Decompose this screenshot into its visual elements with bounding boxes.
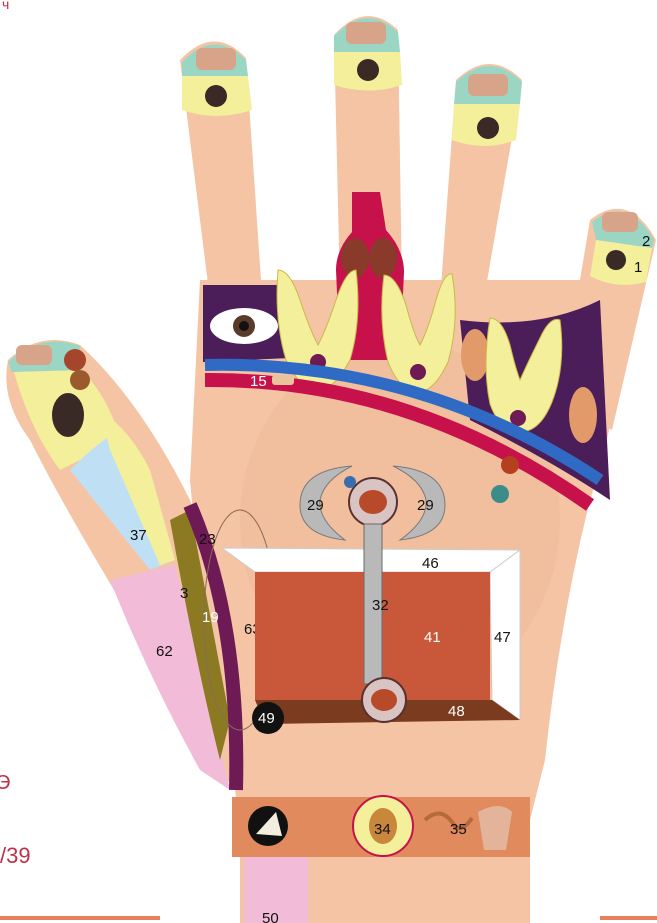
organ-dot-1 xyxy=(501,456,519,474)
zone-label-29-left: 29 xyxy=(307,497,324,514)
zone-label-62: 62 xyxy=(156,643,173,660)
ring-head-image xyxy=(477,117,499,139)
thumb-face-image xyxy=(16,345,52,365)
eye-pupil xyxy=(239,321,249,331)
little-head-image xyxy=(606,250,626,270)
lung-right-image xyxy=(369,238,397,278)
thumb-organ-image-2 xyxy=(70,370,90,390)
middle-head-image xyxy=(357,59,379,81)
bottom-right-stroke xyxy=(600,916,657,920)
zone-label-34: 34 xyxy=(374,821,391,838)
small-organ-dot xyxy=(344,476,356,488)
zone-label-15: 15 xyxy=(250,373,267,390)
zone-label-2: 2 xyxy=(642,233,650,250)
little-face-image xyxy=(602,212,638,232)
zone-label-41: 41 xyxy=(424,629,441,646)
zone-label-29-right: 29 xyxy=(417,497,434,514)
zone-label-35: 35 xyxy=(450,821,467,838)
organ-dot-2 xyxy=(491,485,509,503)
uterus-image xyxy=(478,806,512,850)
bladder-image xyxy=(371,689,397,711)
zone-label-50: 50 xyxy=(262,910,279,923)
u-zone-2-dot xyxy=(410,364,426,380)
zone-label-3: 3 xyxy=(180,585,188,602)
zone-label-19: 19 xyxy=(202,609,219,626)
thumb-head-image xyxy=(52,393,84,437)
bottom-left-stroke xyxy=(0,916,160,920)
stomach-image xyxy=(359,490,387,514)
thumb-organ-image-1 xyxy=(64,349,86,371)
zone-15-image xyxy=(272,375,294,385)
zone-label-23: 23 xyxy=(199,531,216,548)
zone-label-48: 48 xyxy=(448,703,465,720)
ring-face-image xyxy=(468,74,508,96)
middle-face-image xyxy=(346,22,386,44)
zone-label-32: 32 xyxy=(372,597,389,614)
zone-label-37: 37 xyxy=(130,527,147,544)
zone-label-46: 46 xyxy=(422,555,439,572)
zone-label-49: 49 xyxy=(258,710,275,727)
ear-image-1 xyxy=(461,329,489,381)
ear-image-2 xyxy=(569,387,597,443)
zone-label-1: 1 xyxy=(634,259,642,276)
index-head-image xyxy=(205,85,227,107)
zone-label-47: 47 xyxy=(494,629,511,646)
index-face-image xyxy=(196,48,236,70)
